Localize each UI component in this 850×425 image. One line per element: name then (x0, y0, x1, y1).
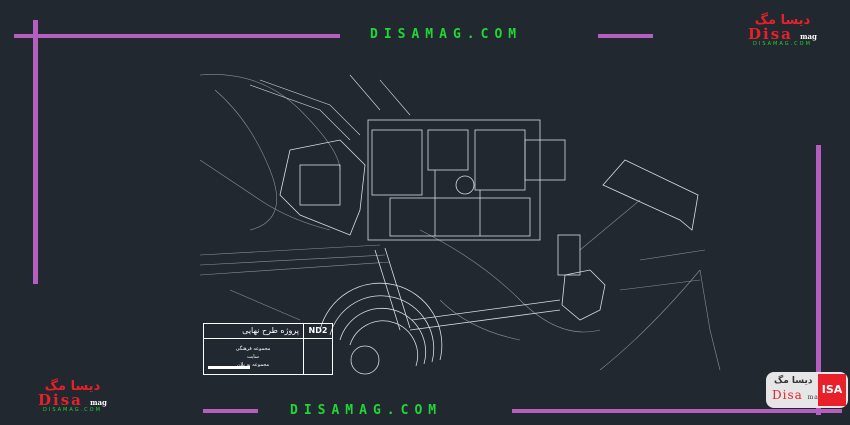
scale-bar (208, 366, 250, 369)
note-2: سایت (246, 354, 259, 360)
terrain-lines (199, 74, 721, 371)
drawing-code: ND2 (308, 326, 328, 335)
logo-url: DISAMAG.COM (753, 41, 812, 47)
octagon-pavilion (557, 234, 606, 321)
west-wing (279, 139, 366, 236)
logo-fa: دیسا مگ (44, 379, 101, 394)
frame-top-right (598, 34, 653, 38)
logo-corner-en: Disa mag (772, 388, 824, 402)
title-block: پروژه طرح نهایی ND2 مجموعه فرهنگی سایت م… (203, 323, 333, 375)
frame-left (33, 20, 38, 284)
frame-right (816, 145, 821, 415)
frame-top-left (14, 34, 340, 38)
frame-bottom-left (203, 409, 258, 413)
main-building (367, 119, 566, 241)
watermark-bottom-url: DISAMAG.COM (290, 403, 443, 418)
drawing-notes: مجموعه فرهنگی سایت مجموعه به پلان (204, 339, 302, 369)
watermark-top-url: DISAMAG.COM (370, 27, 523, 42)
note-1: مجموعه فرهنگی (235, 346, 271, 352)
note-3: مجموعه به پلان (236, 362, 270, 368)
logo-en: Disa mag (748, 25, 817, 43)
logo-en: Disa mag (38, 391, 107, 409)
north-paths (249, 74, 411, 141)
logo-corner: دیسا مگ Disa mag ISA (766, 372, 848, 408)
east-annex (602, 159, 699, 231)
logo-top-right: دیسا مگ Disa mag DISAMAG.COM (748, 14, 817, 47)
drawing-title: پروژه طرح نهایی (204, 324, 304, 338)
logo-fa: دیسا مگ (754, 13, 811, 28)
frame-bottom-right (512, 409, 842, 413)
title-block-divider (303, 339, 304, 374)
logo-bottom-left: دیسا مگ Disa mag DISAMAG.COM (38, 380, 107, 413)
logo-url: DISAMAG.COM (43, 407, 102, 413)
logo-corner-fa: دیسا مگ (774, 376, 813, 386)
logo-corner-mark: ISA (818, 374, 846, 406)
amphitheater (319, 247, 561, 375)
